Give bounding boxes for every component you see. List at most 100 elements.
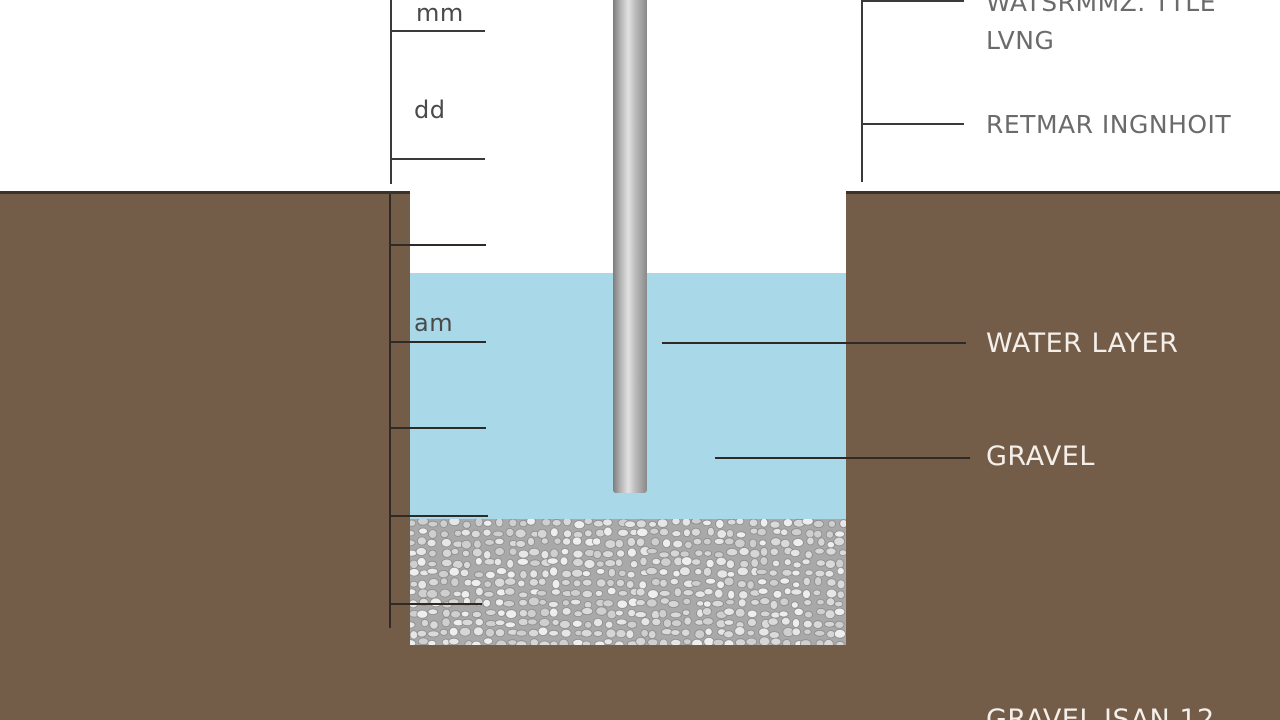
gravel-pebble — [825, 597, 836, 607]
gravel-pebble — [768, 578, 779, 587]
gravel-pebble — [605, 628, 617, 639]
gravel-pebble — [723, 630, 734, 639]
gravel-pebble — [441, 558, 453, 568]
gravel-pebble — [428, 549, 437, 558]
gravel-pebble — [801, 558, 811, 566]
gravel-pebble — [547, 600, 559, 608]
gravel-pebble — [769, 520, 781, 529]
gravel-pebble — [539, 607, 550, 618]
gravel-pebble — [537, 626, 549, 636]
gravel-pebble — [518, 609, 529, 618]
gravel-pebble — [559, 556, 569, 566]
gravel-pebble — [671, 530, 682, 538]
gravel-pebble — [815, 607, 826, 616]
gravel-pebble — [459, 626, 472, 637]
gravel-pebble — [616, 599, 629, 609]
gravel-pebble — [450, 547, 460, 555]
left-tick-7 — [390, 603, 482, 605]
water-layer-label: WATER LAYER — [986, 328, 1179, 359]
gravel-pebble — [572, 639, 584, 645]
gravel-pebble — [618, 569, 627, 578]
gravel-pebble — [791, 627, 801, 637]
gravel-pebble — [494, 598, 505, 607]
gravel-pebble — [463, 561, 471, 570]
gravel-pebble — [791, 618, 801, 628]
gravel-pebble — [659, 578, 668, 588]
gravel-pebble — [770, 537, 782, 547]
gravel-pebble — [475, 587, 484, 597]
gravel-pebble — [505, 609, 518, 619]
gravel-pebble — [791, 569, 801, 577]
gravel-pebble — [514, 528, 527, 539]
gravel-pebble — [502, 599, 516, 608]
gravel-pebble — [592, 519, 604, 528]
gravel-pebble — [549, 548, 559, 559]
gravel-pebble — [527, 618, 538, 626]
gravel-pebble — [603, 526, 613, 537]
gravel-pebble — [529, 569, 538, 579]
gravel-pebble — [834, 530, 846, 538]
gravel-pebble — [646, 598, 658, 608]
gravel-pebble — [607, 568, 616, 578]
right-bracket-middle — [862, 123, 964, 125]
gravel-pebble — [691, 519, 702, 525]
gravel-pebble — [682, 597, 692, 606]
gravel-pebble — [701, 607, 712, 616]
gravel-pebble — [814, 569, 826, 578]
gravel-pebble — [757, 587, 769, 595]
gravel-pebble — [712, 638, 725, 645]
gravel-pebble — [834, 600, 844, 608]
gravel-pebble — [515, 539, 526, 548]
gravel-pebble — [682, 589, 694, 597]
gravel-pebble — [603, 638, 614, 645]
gravel-pebble — [540, 550, 550, 560]
gravel-pebble — [506, 558, 515, 569]
gravel-pebble — [417, 519, 429, 526]
gravel-pebble — [448, 637, 460, 645]
gravel-pebble — [716, 580, 725, 589]
gravel-pebble — [694, 549, 704, 557]
gravel-pebble — [739, 559, 750, 569]
gravel-pebble — [669, 549, 680, 558]
gravel-pebble — [428, 529, 438, 539]
gravel-pebble — [546, 557, 559, 565]
gravel-pebble — [473, 539, 482, 549]
soil-left — [0, 192, 410, 720]
gravel-pebble — [734, 607, 746, 618]
gravel-pebble — [833, 536, 846, 547]
gravel-pebble — [606, 579, 615, 588]
gravel-pebble — [460, 528, 471, 537]
gravel-pebble — [624, 520, 637, 528]
gravel-pebble — [427, 608, 439, 615]
gravel-pebble — [835, 558, 845, 569]
gravel-pebble — [755, 568, 768, 576]
gravel-pebble — [581, 640, 592, 645]
gravel-pebble — [495, 639, 507, 645]
gravel-pebble — [561, 607, 572, 616]
gravel-pebble — [812, 620, 824, 629]
gravel-pebble — [483, 591, 495, 598]
gravel-pebble — [508, 547, 518, 556]
gravel-pebble — [734, 538, 746, 549]
gravel-pebble — [483, 637, 493, 645]
gravel-pebble — [635, 587, 646, 597]
gravel-pebble — [670, 629, 681, 636]
gravel-pebble — [548, 629, 559, 637]
gravel-pebble — [536, 528, 548, 539]
gravel-pebble — [529, 559, 541, 567]
gravel-pebble — [679, 550, 690, 558]
gravel-pebble — [516, 557, 529, 566]
gravel-pebble — [569, 589, 582, 597]
gravel-pebble — [639, 556, 648, 567]
gravel-pebble — [448, 566, 460, 577]
gravel-pebble — [415, 547, 428, 556]
gravel-pebble — [647, 589, 659, 599]
gravel-pebble — [410, 588, 417, 596]
gravel-pebble — [551, 619, 560, 626]
gravel-pebble — [662, 538, 672, 548]
gravel-pebble — [703, 600, 712, 608]
gravel-pebble — [459, 568, 470, 578]
gravel-pebble — [562, 537, 572, 546]
gravel-pebble — [584, 529, 593, 538]
gravel-pebble — [824, 569, 835, 578]
